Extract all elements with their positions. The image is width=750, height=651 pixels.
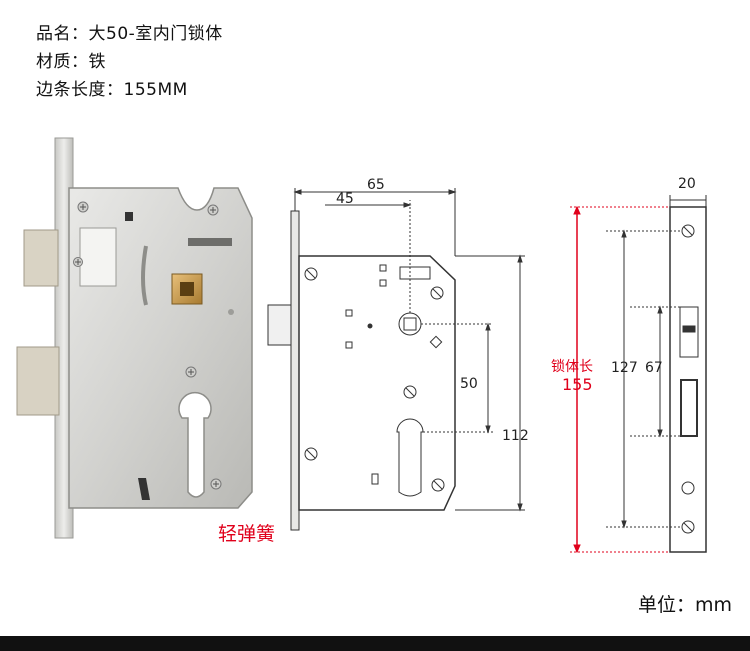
- front-cylinder-hole: [396, 418, 424, 497]
- product-name: 品名：大50-室内门锁体: [36, 24, 223, 44]
- material: 材质：铁: [36, 52, 106, 72]
- dim-45-label: 45: [336, 191, 354, 207]
- cylinder-hole: [178, 391, 212, 498]
- spring-bar: [188, 238, 232, 246]
- curved-slot: [141, 245, 148, 306]
- bottom-notch: [138, 478, 150, 500]
- front-pin: [367, 323, 373, 329]
- screw-icon: [73, 257, 83, 267]
- front-small-rect: [345, 309, 353, 317]
- red-arrow-icon: [573, 205, 581, 554]
- arrow-icon: [403, 202, 412, 208]
- front-screw-icon: [431, 478, 445, 492]
- arrow-icon: [485, 322, 491, 434]
- body-length-value: 155: [562, 375, 593, 394]
- front-follower-square: [403, 317, 417, 331]
- follower-square: [180, 282, 194, 296]
- spec-block: 品名：大50-室内门锁体 材质：铁 边条长度：155MM: [36, 20, 223, 104]
- front-small-rect: [371, 473, 379, 485]
- front-screw-icon: [403, 385, 417, 399]
- side-round-hole: [681, 481, 695, 495]
- front-small-rect: [429, 335, 443, 349]
- arrow-icon: [621, 229, 627, 529]
- bottom-bar: [0, 636, 750, 651]
- front-top-block: [399, 266, 431, 280]
- dim-65-label: 65: [367, 177, 385, 193]
- screw-icon: [207, 204, 219, 216]
- arrow-icon: [657, 305, 663, 438]
- arrow-icon: [517, 254, 523, 512]
- edge-length: 边条长度：155MM: [36, 80, 188, 100]
- lock-photo: [16, 137, 253, 539]
- ext-line: [669, 195, 707, 207]
- front-drawing: [267, 188, 525, 531]
- rivet: [228, 309, 234, 315]
- body-length-label: 锁体长: [551, 359, 593, 375]
- screw-icon: [77, 201, 89, 213]
- latch-window: [79, 227, 117, 287]
- dim-50-label: 50: [460, 376, 478, 392]
- front-small-rect: [379, 264, 387, 272]
- dead-bolt: [16, 346, 60, 416]
- front-face-plate: [290, 210, 300, 531]
- arrow-icon: [293, 189, 457, 195]
- spring-label: 轻弹簧: [218, 523, 275, 545]
- front-small-rect: [345, 341, 353, 349]
- dim-127-label: 127: [611, 360, 638, 376]
- side-latch-mark: [682, 325, 696, 333]
- side-screw-icon: [681, 224, 695, 238]
- body-slot: [125, 212, 133, 221]
- latch-bolt: [23, 229, 59, 287]
- side-deadbolt-slot: [680, 379, 698, 437]
- side-latch-slot: [679, 306, 699, 358]
- front-screw-icon: [304, 267, 318, 281]
- dim-112-label: 112: [502, 428, 529, 444]
- side-drawing: [570, 195, 707, 554]
- screw-icon: [185, 366, 197, 378]
- front-latch: [267, 304, 292, 346]
- front-screw-icon: [304, 447, 318, 461]
- side-screw-icon: [681, 520, 695, 534]
- front-small-rect: [379, 279, 387, 287]
- dim-67-label: 67: [645, 360, 663, 376]
- dim-20-label: 20: [678, 176, 696, 192]
- front-screw-icon: [430, 286, 444, 300]
- screw-icon: [210, 478, 222, 490]
- unit-label: 单位：mm: [638, 594, 733, 616]
